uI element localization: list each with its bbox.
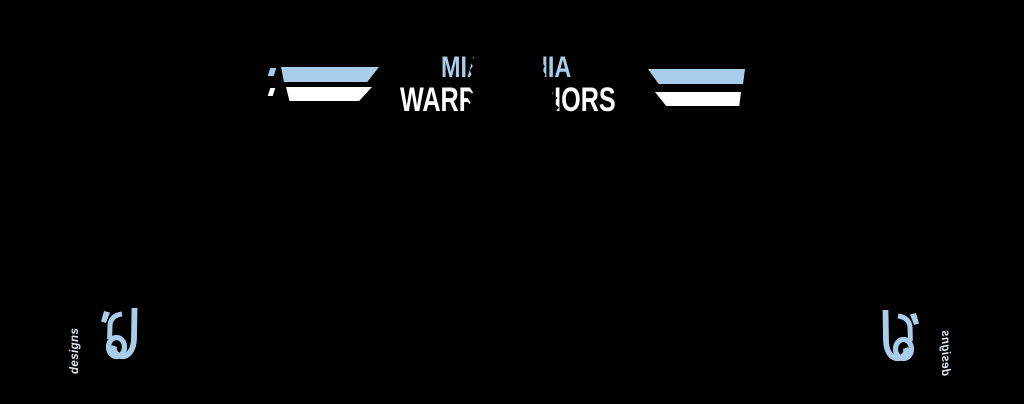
right-stripe-blue: [648, 69, 745, 84]
brand-wordmark: designs: [69, 327, 81, 374]
cg-monogram-icon: [882, 309, 919, 362]
team-name-line2-right-fragment: RIORS: [536, 81, 616, 119]
brand-wordmark-mirrored: designs: [939, 329, 951, 376]
cg-monogram-icon: [101, 307, 138, 360]
left-stripe-white: [286, 87, 372, 101]
right-stripe-white: [655, 92, 741, 106]
team-name-line1-left-fragment: MIA: [441, 51, 484, 84]
team-name-line2-left-fragment: WARR: [400, 81, 477, 119]
left-stripe-blue: [281, 67, 379, 82]
left-stripe-blue-notch: [267, 68, 277, 76]
team-name-line1-right-fragment: NIA: [531, 51, 572, 84]
brand-logo-right: designs: [874, 302, 956, 386]
left-stripe-white-notch: [267, 88, 276, 96]
brand-logo-left: designs: [64, 300, 146, 384]
